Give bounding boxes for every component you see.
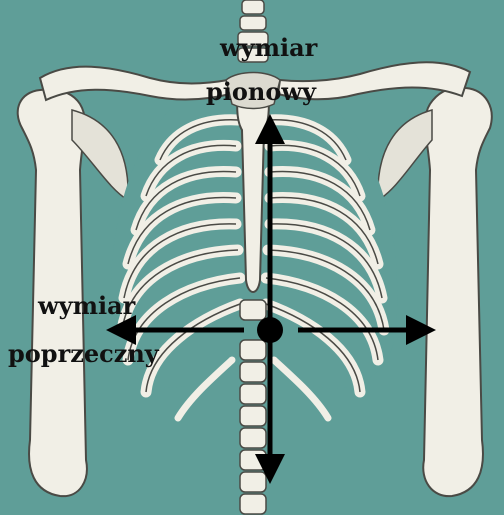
horizontal-dimension-label-line1: wymiar (38, 294, 135, 318)
vertical-dimension-label-line1: wymiar (220, 36, 317, 60)
center-point (257, 317, 283, 343)
horizontal-dimension-label-line2: poprzeczny (8, 342, 159, 366)
vertical-dimension-label-line2: pionowy (206, 80, 316, 104)
